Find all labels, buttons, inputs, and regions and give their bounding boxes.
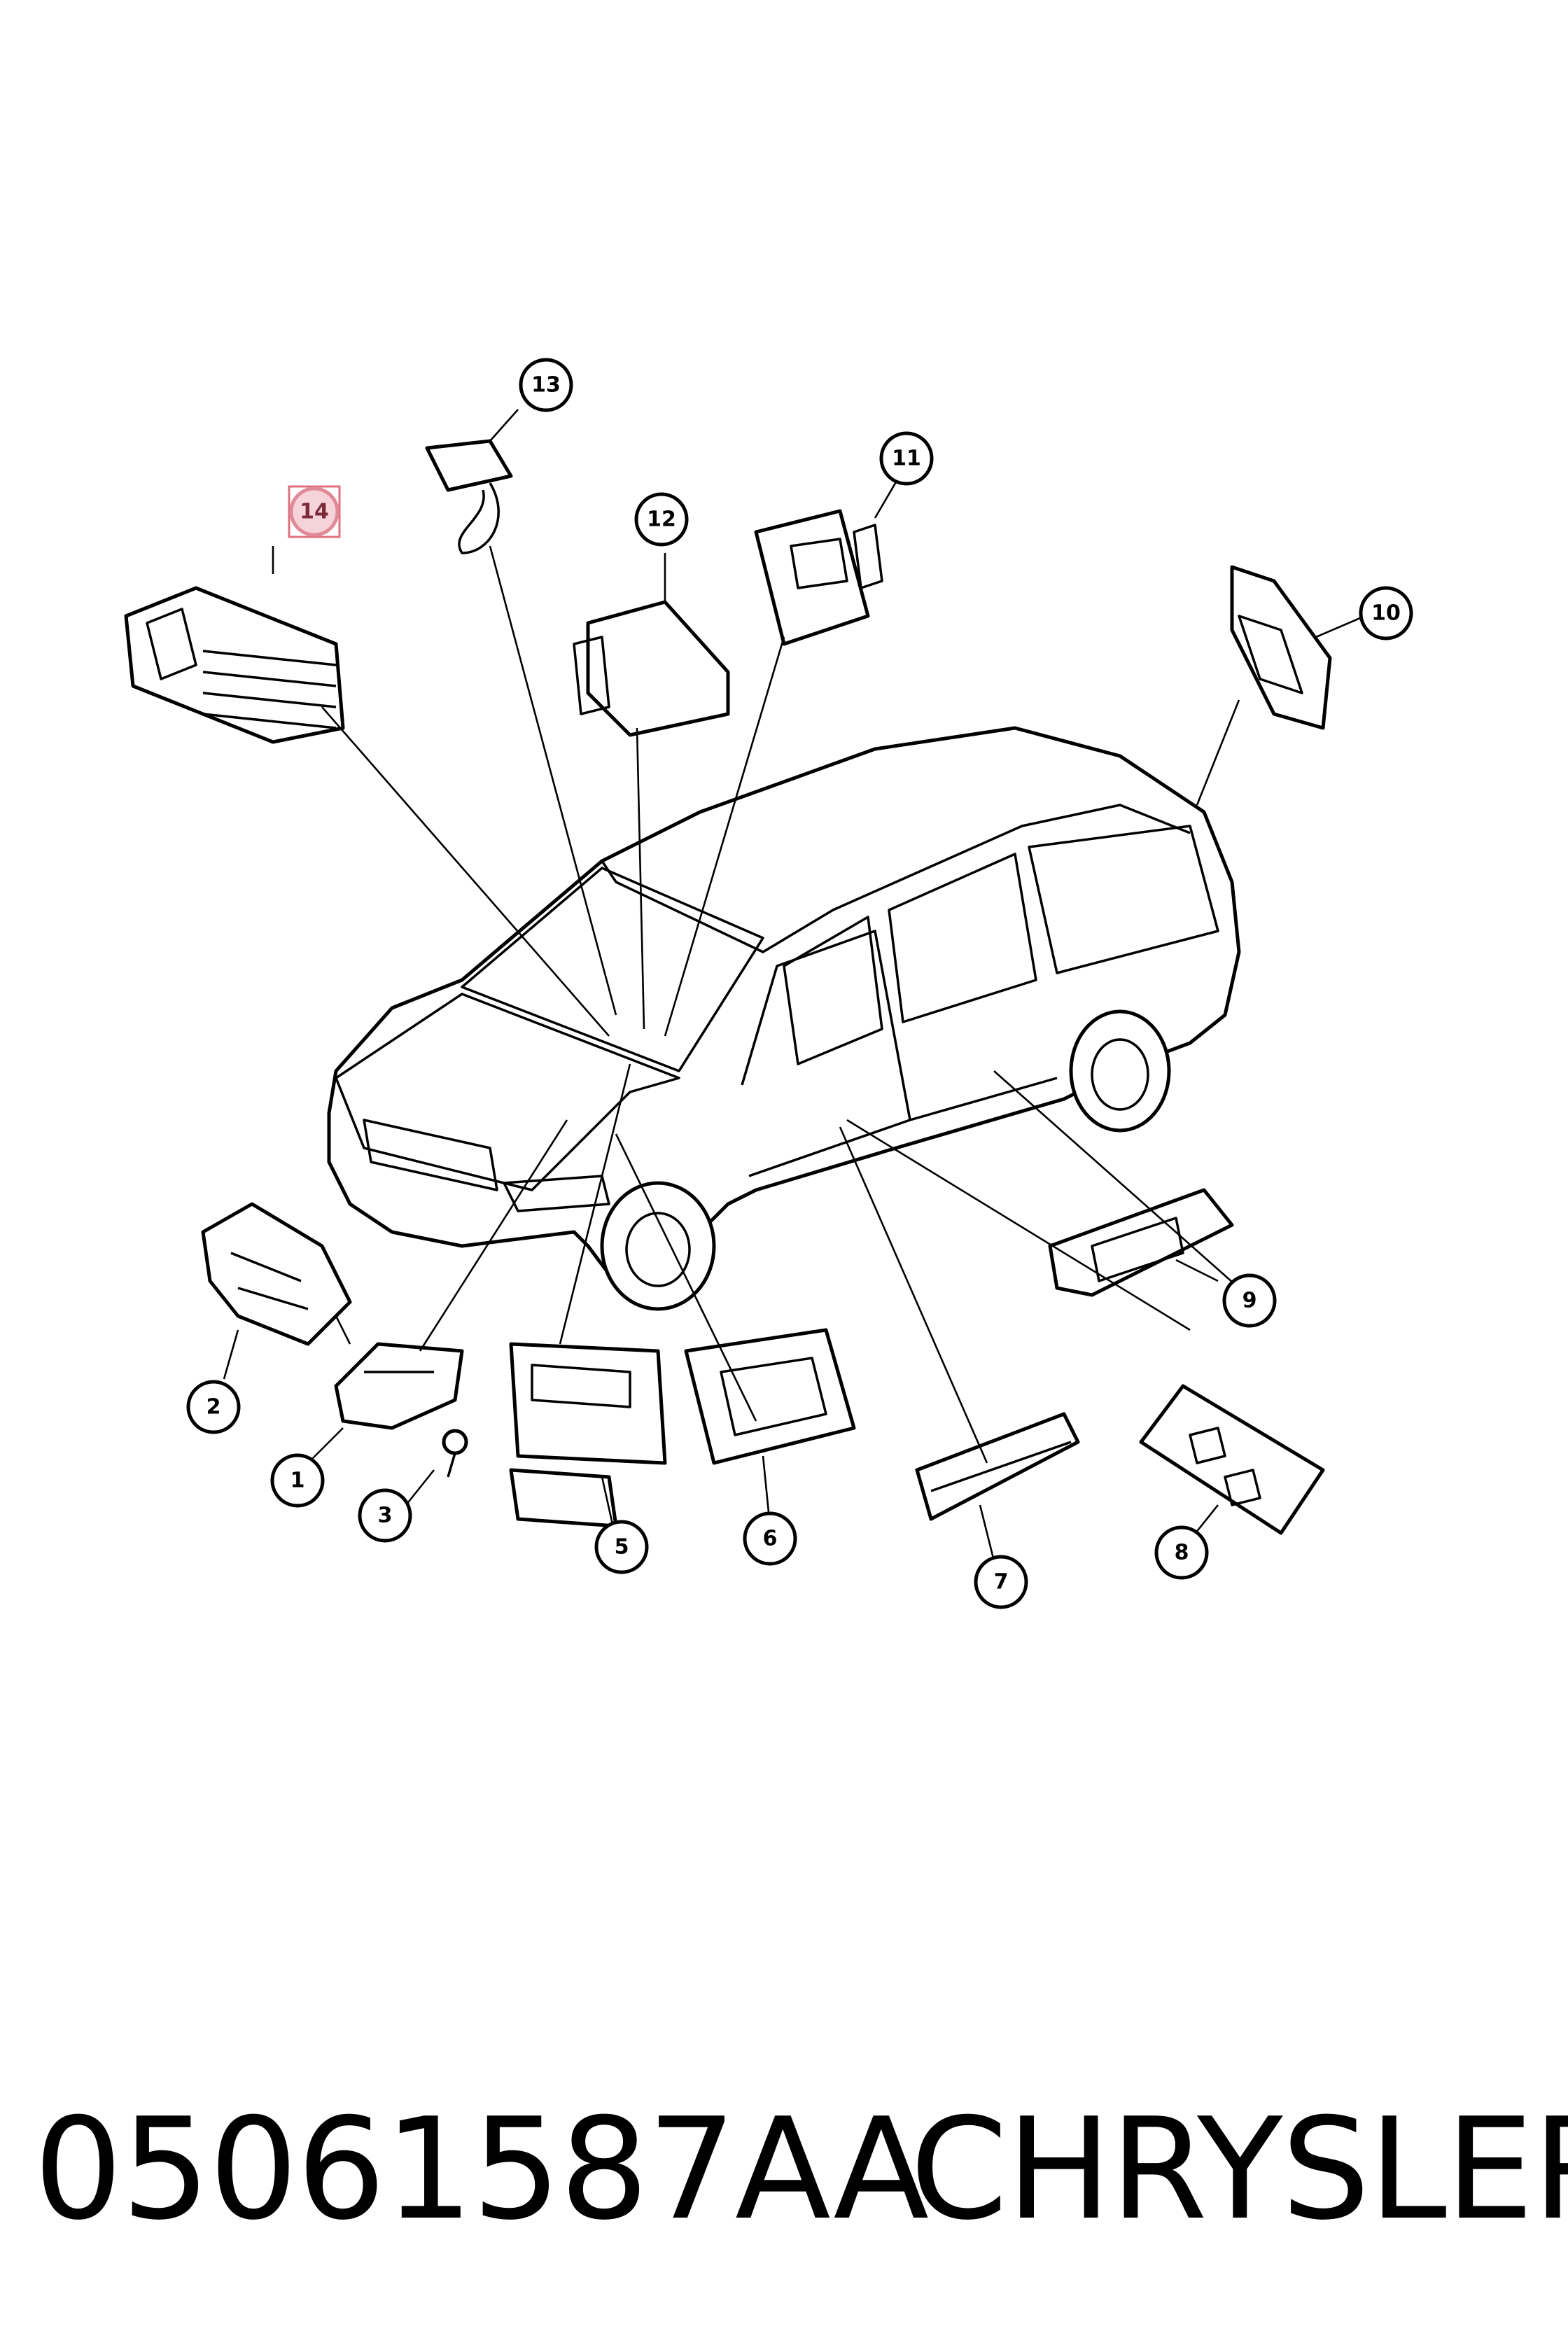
part-12-module	[573, 600, 730, 737]
part-10-module	[1230, 565, 1332, 730]
svg-text:7: 7	[994, 1570, 1009, 1595]
part-13-sensor	[425, 439, 513, 554]
svg-text:14: 14	[300, 500, 329, 524]
callout-11[interactable]: 11	[879, 431, 934, 486]
callout-7[interactable]: 7	[974, 1555, 1028, 1609]
svg-text:1: 1	[290, 1469, 305, 1493]
van-illustration	[327, 726, 1241, 1311]
part-11-module	[754, 509, 883, 646]
part-14-module	[124, 586, 345, 744]
svg-text:8: 8	[1175, 1541, 1189, 1565]
part-1-module	[334, 1342, 464, 1430]
part-2-bracket	[201, 1202, 352, 1346]
callout-9[interactable]: 9	[1222, 1273, 1277, 1328]
svg-text:13: 13	[531, 373, 561, 398]
callout-5[interactable]: 5	[594, 1520, 649, 1574]
part-3-screw	[442, 1429, 468, 1478]
part-8-module	[1139, 1384, 1325, 1535]
callout-1[interactable]: 1	[270, 1453, 325, 1508]
svg-text:5: 5	[615, 1535, 629, 1560]
leader-lines	[223, 409, 1366, 1562]
callout-12[interactable]: 12	[634, 492, 689, 547]
svg-text:12: 12	[647, 507, 676, 532]
part-6-module	[684, 1328, 856, 1465]
callout-3[interactable]: 3	[358, 1488, 412, 1543]
callout-8[interactable]: 8	[1154, 1525, 1209, 1580]
part-9-module	[1048, 1188, 1234, 1297]
brand-name: CHRYSLER	[910, 2088, 1568, 2251]
part-5-module	[509, 1342, 667, 1528]
callout-2[interactable]: 2	[186, 1380, 241, 1434]
svg-text:3: 3	[378, 1504, 393, 1528]
svg-text:10: 10	[1371, 601, 1401, 626]
callout-13[interactable]: 13	[519, 358, 573, 412]
callout-14[interactable]: 14	[288, 485, 341, 538]
svg-text:11: 11	[892, 447, 921, 471]
svg-text:6: 6	[763, 1527, 778, 1551]
callout-14-highlight	[288, 485, 341, 538]
footer: 05061587AA CHRYSLER	[0, 2093, 1568, 2247]
part-number: 05061587AA	[34, 2088, 929, 2251]
svg-text:9: 9	[1242, 1289, 1257, 1313]
callout-6[interactable]: 6	[743, 1511, 797, 1566]
callout-10[interactable]: 10	[1359, 586, 1413, 640]
svg-text:2: 2	[206, 1395, 221, 1420]
part-7-module	[915, 1412, 1080, 1521]
